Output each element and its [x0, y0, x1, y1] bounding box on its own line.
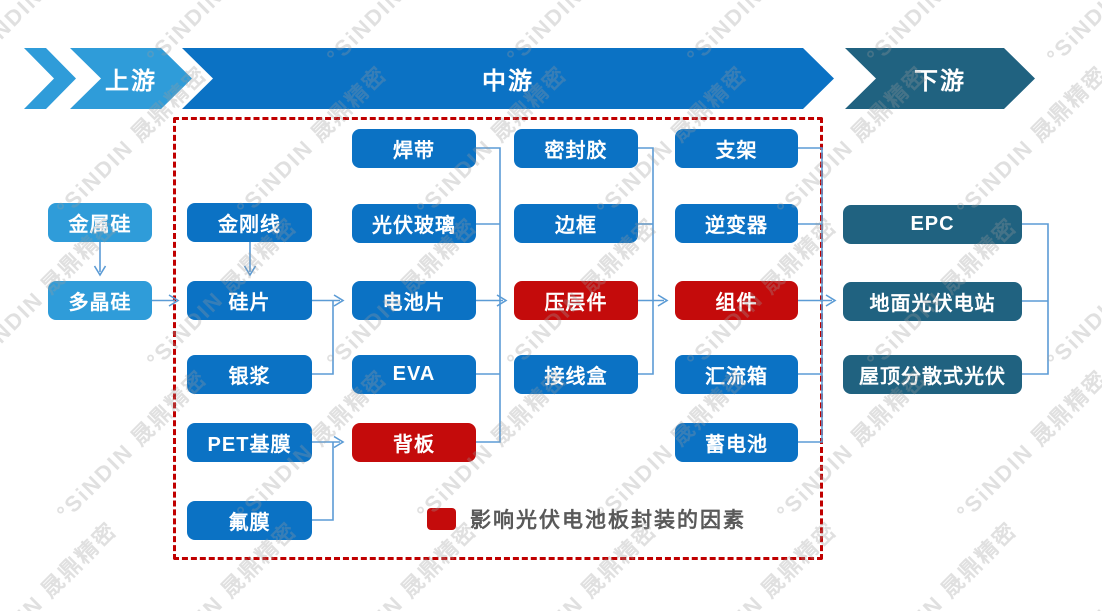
banner-downstream-label: 下游	[914, 68, 966, 95]
collector-col2	[476, 147, 501, 443]
legend-red-swatch	[427, 508, 456, 530]
edge-fluoride-riser	[312, 442, 334, 521]
edge-silverpaste-riser	[312, 301, 334, 375]
node-junction-box: 接线盒	[514, 355, 638, 394]
node-pet-base-film: PET基膜	[187, 423, 312, 462]
arrowhead-right	[496, 294, 508, 307]
node-pv-glass: 光伏玻璃	[352, 204, 476, 243]
node-eva: EVA	[352, 355, 476, 394]
node-sealant: 密封胶	[514, 129, 638, 168]
node-silver-paste: 银浆	[187, 355, 312, 394]
legend-label: 影响光伏电池板封装的因素	[470, 509, 746, 532]
arrowhead-down	[93, 265, 107, 277]
node-silicon-wafer: 硅片	[187, 281, 312, 320]
bracket-downstream	[1022, 223, 1049, 375]
node-fluoride-film: 氟膜	[187, 501, 312, 540]
arrowhead-down	[243, 265, 257, 277]
collector-col4	[798, 147, 823, 443]
node-bracket: 支架	[675, 129, 798, 168]
collector-col3	[638, 147, 654, 375]
node-module: 组件	[675, 281, 798, 320]
node-polysilicon: 多晶硅	[48, 281, 152, 320]
banner-upstream-label: 上游	[105, 68, 157, 95]
arrowhead-right	[333, 435, 345, 449]
node-frame: 边框	[514, 204, 638, 243]
node-inverter: 逆变器	[675, 204, 798, 243]
node-epc: EPC	[843, 205, 1022, 244]
node-laminate: 压层件	[514, 281, 638, 320]
node-ground-pv-plant: 地面光伏电站	[843, 282, 1022, 321]
node-rooftop-distributed-pv: 屋顶分散式光伏	[843, 355, 1022, 394]
banner-midstream-label: 中游	[482, 68, 534, 95]
node-combiner-box: 汇流箱	[675, 355, 798, 394]
node-diamond-wire: 金刚线	[187, 203, 312, 242]
banner-midstream: 中游	[182, 48, 834, 109]
node-backsheet: 背板	[352, 423, 476, 462]
node-solder-ribbon: 焊带	[352, 129, 476, 168]
node-solar-cell: 电池片	[352, 281, 476, 320]
arrowhead-right	[657, 294, 669, 307]
arrowhead-right	[333, 294, 345, 307]
legend: 影响光伏电池板封装的因素	[427, 504, 746, 534]
arrowhead-right	[825, 294, 837, 307]
arrowhead-right	[168, 294, 180, 307]
banner-downstream: 下游	[845, 48, 1035, 109]
node-metal-silicon: 金属硅	[48, 203, 152, 242]
node-storage-battery: 蓄电池	[675, 423, 798, 462]
